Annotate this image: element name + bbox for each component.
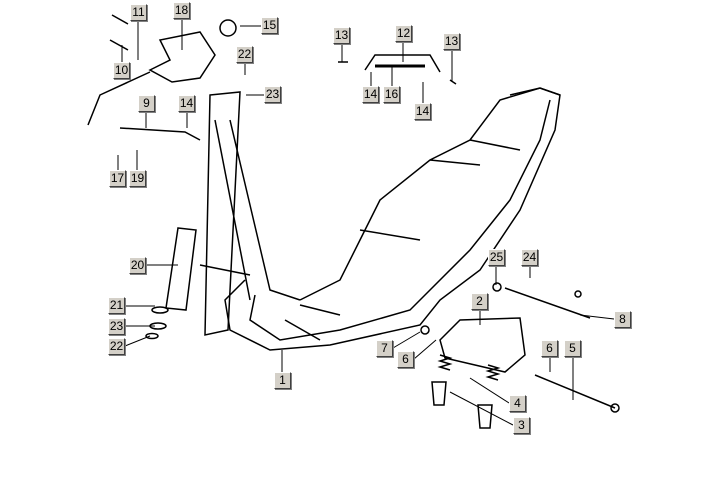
bolt-5 [534, 374, 616, 409]
spring-4a [437, 354, 453, 371]
leader-lines [117, 19, 615, 426]
callout-14[interactable]: 14 [414, 103, 431, 120]
callout-25[interactable]: 25 [488, 249, 505, 266]
spring-4b [485, 364, 501, 381]
callout-24[interactable]: 24 [521, 249, 538, 266]
callout-3[interactable]: 3 [513, 417, 530, 434]
steering-lock [148, 31, 216, 83]
callout-4[interactable]: 4 [509, 395, 526, 412]
bushing-3b [477, 404, 493, 429]
callout-5[interactable]: 5 [564, 340, 581, 357]
callout-20[interactable]: 20 [129, 257, 146, 274]
callout-15[interactable]: 15 [261, 17, 278, 34]
bolt-13b [449, 79, 457, 85]
callout-6[interactable]: 6 [541, 340, 558, 357]
callout-10[interactable]: 10 [113, 62, 130, 79]
callout-22[interactable]: 22 [236, 46, 253, 63]
callout-13[interactable]: 13 [443, 33, 460, 50]
bolt-11 [111, 14, 129, 25]
callout-2[interactable]: 2 [471, 293, 488, 310]
callout-23[interactable]: 23 [108, 318, 125, 335]
callout-14[interactable]: 14 [362, 86, 379, 103]
callout-1[interactable]: 1 [274, 372, 291, 389]
seal-22 [145, 332, 159, 340]
callout-21[interactable]: 21 [108, 297, 125, 314]
bushing-3a [431, 381, 447, 406]
bolt-8 [504, 287, 591, 319]
callout-17[interactable]: 17 [109, 170, 126, 187]
callout-12[interactable]: 12 [395, 25, 412, 42]
engine-mount-2 [439, 317, 526, 373]
callout-9[interactable]: 9 [138, 95, 155, 112]
bearing-21 [151, 306, 169, 314]
scooter-frame [199, 87, 561, 351]
callout-23[interactable]: 23 [264, 86, 281, 103]
callout-19[interactable]: 19 [129, 170, 146, 187]
callout-16[interactable]: 16 [383, 86, 400, 103]
bracket-12 [364, 54, 441, 73]
nut-24 [574, 290, 582, 298]
bearing-23 [149, 322, 167, 330]
washer-7 [420, 325, 430, 335]
callout-13[interactable]: 13 [333, 27, 350, 44]
callout-6[interactable]: 6 [397, 351, 414, 368]
callout-8[interactable]: 8 [614, 311, 631, 328]
nut-25 [492, 282, 502, 292]
bracket-9 [119, 127, 201, 141]
callout-14[interactable]: 14 [178, 95, 195, 112]
lock-cable [87, 71, 151, 126]
callout-18[interactable]: 18 [173, 2, 190, 19]
callout-7[interactable]: 7 [376, 340, 393, 357]
bolt-10 [109, 39, 129, 51]
callout-22[interactable]: 22 [108, 338, 125, 355]
callout-11[interactable]: 11 [130, 4, 147, 21]
cap-15 [219, 19, 237, 37]
fork-tube [165, 227, 197, 311]
